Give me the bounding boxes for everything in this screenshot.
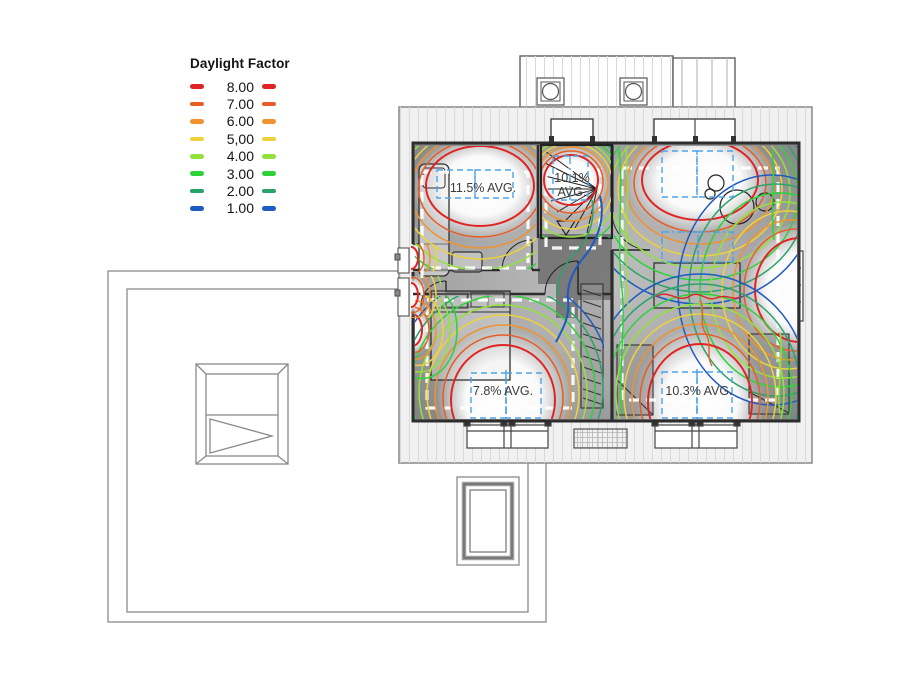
color-dash-icon bbox=[262, 188, 276, 194]
color-dash-icon bbox=[262, 171, 276, 176]
roof-skylight-icon bbox=[195, 363, 289, 465]
room-avg-label: 11.5% AVG. bbox=[449, 181, 517, 195]
contour-paths bbox=[555, 149, 782, 415]
legend-value: 8.00 bbox=[226, 78, 254, 95]
color-dash-icon bbox=[190, 171, 204, 176]
legend-value: 5,00 bbox=[226, 130, 254, 147]
legend-value: 6.00 bbox=[226, 113, 254, 130]
color-dash-icon bbox=[190, 136, 204, 142]
legend-row: 3.00 bbox=[190, 165, 290, 182]
color-dash-icon bbox=[190, 84, 204, 89]
skylight-marker bbox=[436, 150, 734, 420]
color-dash-icon bbox=[190, 206, 204, 211]
legend-value: 4.00 bbox=[226, 148, 254, 165]
ridge-block bbox=[672, 57, 736, 108]
room-avg-label: 10.3% AVG. bbox=[665, 384, 733, 398]
color-dash-icon bbox=[262, 136, 276, 142]
skylight-box bbox=[652, 118, 736, 144]
daylight-factor-legend: Daylight Factor 8.00 7.00 6.00 5,00 4.00 bbox=[190, 56, 290, 217]
skylight-box bbox=[549, 118, 595, 144]
window bbox=[394, 247, 410, 317]
legend-row: 8.00 bbox=[190, 78, 290, 95]
room-avg-label: 7.8% AVG. bbox=[472, 384, 534, 398]
legend-row: 1.00 bbox=[190, 200, 290, 217]
window bbox=[463, 419, 552, 449]
color-dash-icon bbox=[262, 101, 276, 107]
color-dash-icon bbox=[190, 154, 204, 159]
legend-row: 2.00 bbox=[190, 182, 290, 199]
roof-window-icon bbox=[456, 476, 520, 566]
bed bbox=[653, 262, 741, 309]
color-dash-icon bbox=[262, 119, 276, 124]
legend-value: 2.00 bbox=[226, 183, 254, 200]
legend-title: Daylight Factor bbox=[190, 56, 290, 71]
window bbox=[651, 419, 741, 449]
color-dash-icon bbox=[262, 206, 276, 211]
legend-row: 5,00 bbox=[190, 130, 290, 147]
roof-dormer bbox=[519, 55, 736, 108]
legend-value: 7.00 bbox=[226, 96, 254, 113]
color-dash-icon bbox=[190, 101, 204, 107]
legend-row: 4.00 bbox=[190, 148, 290, 165]
legend-value: 3.00 bbox=[226, 165, 254, 182]
roof-vent-icon bbox=[619, 77, 648, 106]
color-dash-icon bbox=[262, 84, 276, 89]
room-boundary-dashed bbox=[420, 166, 780, 410]
legend-row: 6.00 bbox=[190, 113, 290, 130]
color-dash-icon bbox=[190, 119, 204, 124]
color-dash-icon bbox=[262, 154, 276, 159]
vent-grille bbox=[573, 428, 628, 449]
daylight-contours bbox=[411, 146, 797, 419]
color-dash-icon bbox=[190, 188, 204, 194]
legend-value: 1.00 bbox=[226, 200, 254, 217]
legend-row: 7.00 bbox=[190, 95, 290, 112]
roof-vent-icon bbox=[536, 77, 565, 106]
room-avg-label: 10.1% AVG. bbox=[554, 171, 590, 199]
